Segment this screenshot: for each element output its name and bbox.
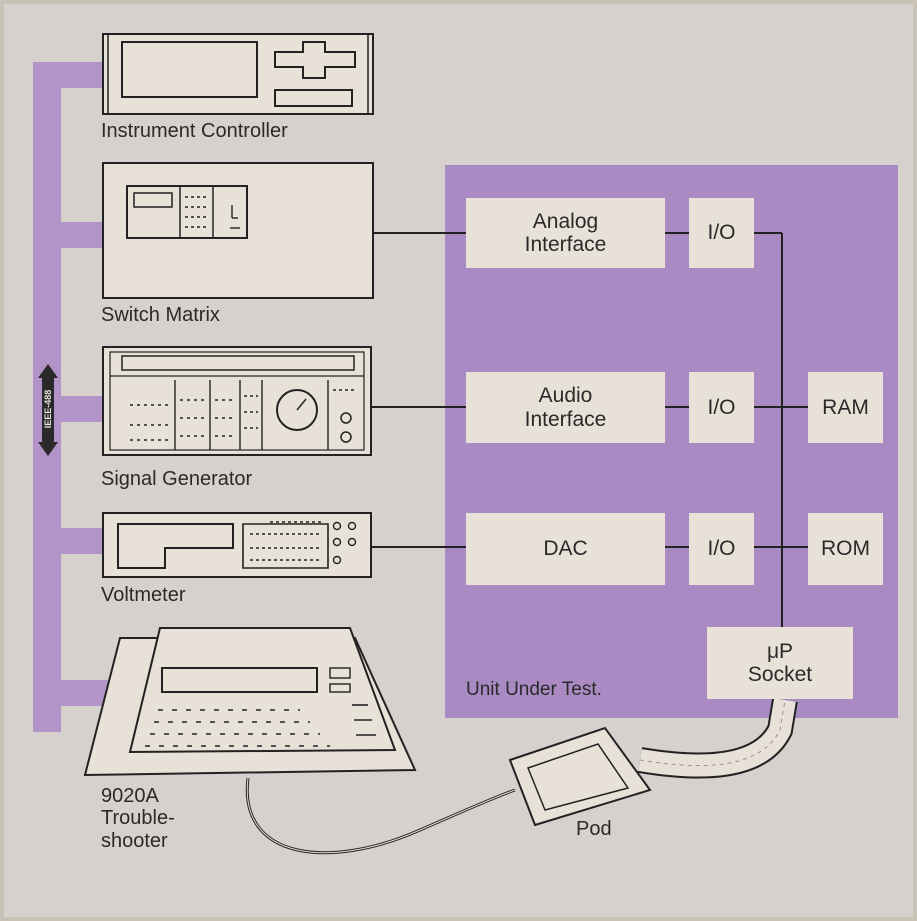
pod-device xyxy=(508,726,652,827)
io-box-2: I/O xyxy=(689,372,754,443)
io-box-3: I/O xyxy=(689,513,754,585)
troubleshooter-cable xyxy=(245,777,516,855)
analog-interface-box: Analog Interface xyxy=(466,198,665,268)
signal-generator-label: Signal Generator xyxy=(101,468,253,490)
dac-box: DAC xyxy=(466,513,665,585)
voltmeter-label: Voltmeter xyxy=(101,584,186,606)
voltmeter-device xyxy=(102,512,372,578)
signal-generator-device xyxy=(102,346,372,456)
switch-matrix-label: Switch Matrix xyxy=(101,304,220,326)
ram-box: RAM xyxy=(808,372,883,443)
unit-under-test-label: Unit Under Test. xyxy=(466,679,602,700)
ieee-488-label: IEEE-488 xyxy=(43,389,53,429)
switch-matrix-device xyxy=(102,162,374,299)
instrument-controller-device xyxy=(102,33,374,115)
troubleshooter-device xyxy=(83,627,417,777)
io-box-1: I/O xyxy=(689,198,754,268)
troubleshooter-label: 9020A Trouble- shooter xyxy=(101,785,175,852)
troubleshooter-cable-highlight xyxy=(246,777,516,854)
instrument-controller-label: Instrument Controller xyxy=(101,120,288,142)
rom-box: ROM xyxy=(808,513,883,585)
pod-label: Pod xyxy=(576,818,612,840)
up-socket-box: μP Socket xyxy=(707,627,853,699)
audio-interface-box: Audio Interface xyxy=(466,372,665,443)
bus-arrow-icon xyxy=(38,364,58,456)
signal-lines xyxy=(371,232,808,627)
